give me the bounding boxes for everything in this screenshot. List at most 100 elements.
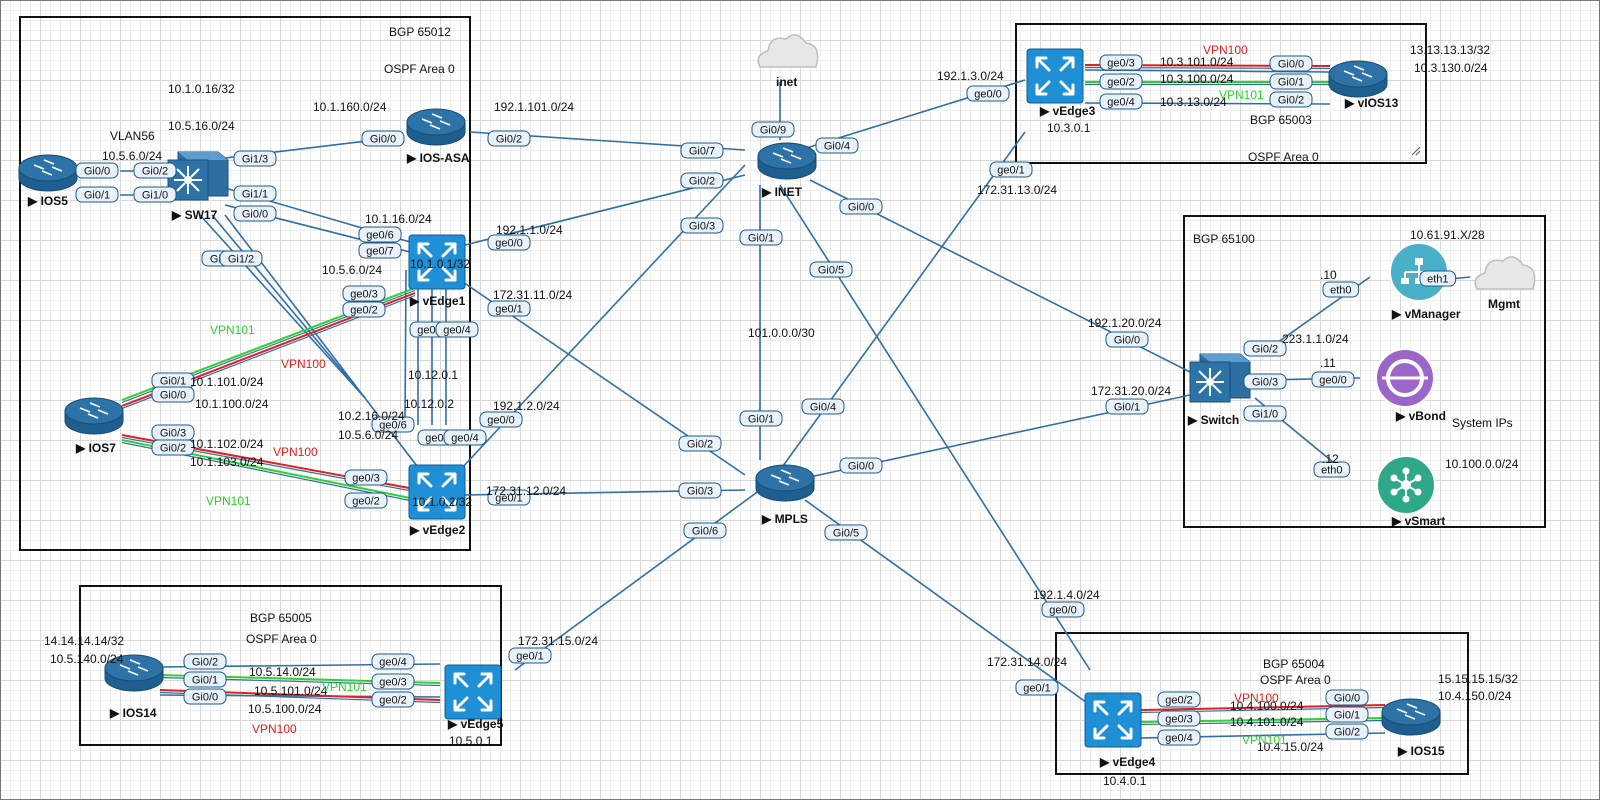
inet-icon[interactable]: [757, 142, 817, 180]
interface-label[interactable]: ge0/2: [371, 691, 415, 708]
vedge5-icon[interactable]: [444, 664, 502, 720]
interface-label[interactable]: Gi0/9: [751, 121, 795, 138]
interface-label[interactable]: ge0/2: [344, 492, 388, 509]
interface-label[interactable]: ge0/3: [1157, 710, 1201, 727]
resize-grip-icon[interactable]: [1411, 146, 1421, 156]
interface-label[interactable]: Gi0/7: [680, 142, 724, 159]
interface-label[interactable]: ge0/3: [371, 673, 415, 690]
interface-label[interactable]: ge0/0: [1311, 371, 1355, 388]
vios13-icon[interactable]: [1328, 60, 1388, 98]
inet_cloud-icon[interactable]: [757, 34, 819, 68]
interface-label[interactable]: ge0/4: [371, 653, 415, 670]
interface-label[interactable]: Gi0/2: [151, 439, 195, 456]
interface-label[interactable]: Gi0/1: [75, 186, 119, 203]
sw17-icon[interactable]: [167, 151, 229, 201]
interface-label[interactable]: ge0/4: [443, 429, 487, 446]
interface-label[interactable]: Gi0/0: [1105, 331, 1149, 348]
mgmt-icon[interactable]: [1474, 256, 1536, 290]
interface-label[interactable]: Gi0/0: [183, 688, 227, 705]
ios15-icon[interactable]: [1381, 698, 1441, 736]
vbond-icon[interactable]: [1375, 348, 1435, 408]
interface-label[interactable]: Gi0/2: [1243, 340, 1287, 357]
interface-label[interactable]: ge0/4: [435, 321, 479, 338]
network-label: 10.5.100.0/24: [248, 702, 322, 716]
interface-label[interactable]: Gi0/2: [1269, 91, 1313, 108]
interface-label[interactable]: Gi0/4: [801, 398, 845, 415]
interface-label[interactable]: Gi0/6: [683, 522, 727, 539]
interface-label[interactable]: Gi0/3: [1243, 373, 1287, 390]
interface-label[interactable]: Gi0/1: [183, 671, 227, 688]
interface-label[interactable]: ge0/6: [358, 226, 402, 243]
interface-label[interactable]: Gi0/0: [361, 130, 405, 147]
interface-label[interactable]: ge0/1: [1015, 679, 1059, 696]
interface-label[interactable]: ge0/2: [342, 301, 386, 318]
interface-label[interactable]: Gi0/2: [183, 653, 227, 670]
interface-label[interactable]: ge0/2: [1099, 73, 1143, 90]
interface-label[interactable]: Gi0/0: [1325, 689, 1369, 706]
interface-label[interactable]: Gi0/3: [680, 217, 724, 234]
interface-label[interactable]: Gi0/1: [739, 229, 783, 246]
interface-label[interactable]: ge0/0: [487, 234, 531, 251]
interface-label[interactable]: Gi0/0: [839, 457, 883, 474]
interface-label[interactable]: ge0/1: [508, 647, 552, 664]
interface-label[interactable]: ge0/6: [371, 416, 415, 433]
interface-label[interactable]: ge0/7: [358, 242, 402, 259]
interface-label[interactable]: Gi1/3: [233, 150, 277, 167]
vpn-red-link[interactable]: [1139, 704, 1386, 711]
link[interactable]: [514, 489, 761, 671]
interface-label[interactable]: ge0/1: [487, 489, 531, 506]
interface-label[interactable]: Gi0/2: [1325, 723, 1369, 740]
link[interactable]: [199, 214, 366, 399]
vsmart-icon[interactable]: [1376, 455, 1436, 515]
ios5-icon[interactable]: [18, 154, 78, 192]
interface-label[interactable]: Gi0/1: [151, 372, 195, 389]
interface-label[interactable]: Gi0/2: [678, 435, 722, 452]
interface-label[interactable]: Gi0/1: [1105, 398, 1149, 415]
interface-label[interactable]: Gi0/0: [151, 386, 195, 403]
interface-label[interactable]: eth0: [1313, 461, 1351, 478]
interface-label[interactable]: Gi1/0: [1243, 405, 1287, 422]
interface-label[interactable]: Gi0/4: [815, 137, 859, 154]
interface-label[interactable]: Gi0/0: [75, 162, 119, 179]
interface-label[interactable]: Gi0/1: [1325, 706, 1369, 723]
interface-label[interactable]: Gi0/0: [233, 205, 277, 222]
interface-label[interactable]: ge0/3: [344, 469, 388, 486]
interface-label[interactable]: Gi0/1: [739, 410, 783, 427]
ios7-icon[interactable]: [64, 397, 124, 435]
interface-label[interactable]: Gi0/3: [678, 482, 722, 499]
interface-label[interactable]: Gi1/2: [219, 250, 263, 267]
ios14-icon[interactable]: [104, 654, 164, 692]
interface-label[interactable]: Gi0/0: [1269, 55, 1313, 72]
link[interactable]: [211, 214, 366, 399]
interface-label[interactable]: ge0/0: [966, 85, 1010, 102]
interface-label[interactable]: Gi0/2: [487, 130, 531, 147]
interface-label[interactable]: Gi1/1: [233, 185, 277, 202]
interface-label[interactable]: Gi0/3: [151, 424, 195, 441]
interface-label[interactable]: Gi0/2: [680, 172, 724, 189]
interface-label[interactable]: ge0/3: [342, 285, 386, 302]
interface-label[interactable]: ge0/4: [1157, 729, 1201, 746]
network-label: 192.1.3.0/24: [937, 69, 1004, 83]
interface-label[interactable]: eth1: [1419, 270, 1457, 287]
mpls-icon[interactable]: [755, 464, 815, 502]
interface-label[interactable]: eth0: [1322, 281, 1360, 298]
interface-label[interactable]: Gi1/0: [133, 186, 177, 203]
interface-label[interactable]: Gi0/2: [133, 162, 177, 179]
interface-label[interactable]: Gi0/1: [1269, 73, 1313, 90]
switch-icon[interactable]: [1189, 353, 1251, 403]
interface-label[interactable]: ge0/0: [1041, 601, 1085, 618]
vedge4-icon[interactable]: [1084, 692, 1142, 748]
vedge3-icon[interactable]: [1026, 48, 1084, 104]
interface-label[interactable]: ge0/2: [1157, 691, 1201, 708]
interface-label[interactable]: Gi0/0: [839, 198, 883, 215]
vedge1-icon[interactable]: [408, 234, 466, 290]
vedge2-icon[interactable]: [408, 464, 466, 520]
interface-label[interactable]: Gi0/5: [809, 261, 853, 278]
ios_asa-icon[interactable]: [406, 108, 466, 146]
interface-label[interactable]: Gi0/5: [824, 524, 868, 541]
interface-label[interactable]: ge0/1: [487, 300, 531, 317]
interface-label[interactable]: ge0/1: [989, 161, 1033, 178]
interface-label[interactable]: ge0/3: [1099, 54, 1143, 71]
interface-label[interactable]: ge0/0: [479, 411, 523, 428]
interface-label[interactable]: ge0/4: [1099, 93, 1143, 110]
